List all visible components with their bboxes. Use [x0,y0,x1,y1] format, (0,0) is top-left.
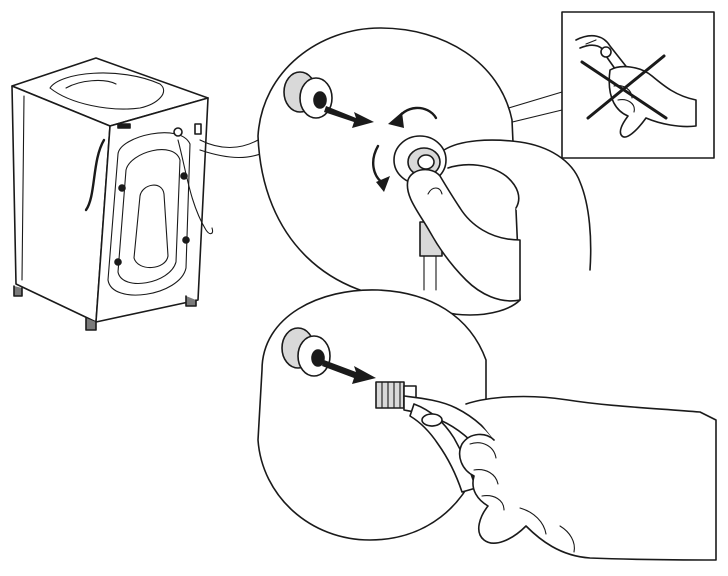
washing-machine [11,57,214,331]
wall-fitting [283,71,333,119]
unscrew-arrow-icon [322,360,376,384]
hand [458,395,717,561]
cross-icon [580,54,668,120]
step-pliers-tighten [257,289,717,561]
hand [406,139,592,302]
unscrew-arrow-icon [324,106,374,128]
step-pliers-not-allowed [561,11,715,159]
step-hand-tighten [257,27,592,316]
